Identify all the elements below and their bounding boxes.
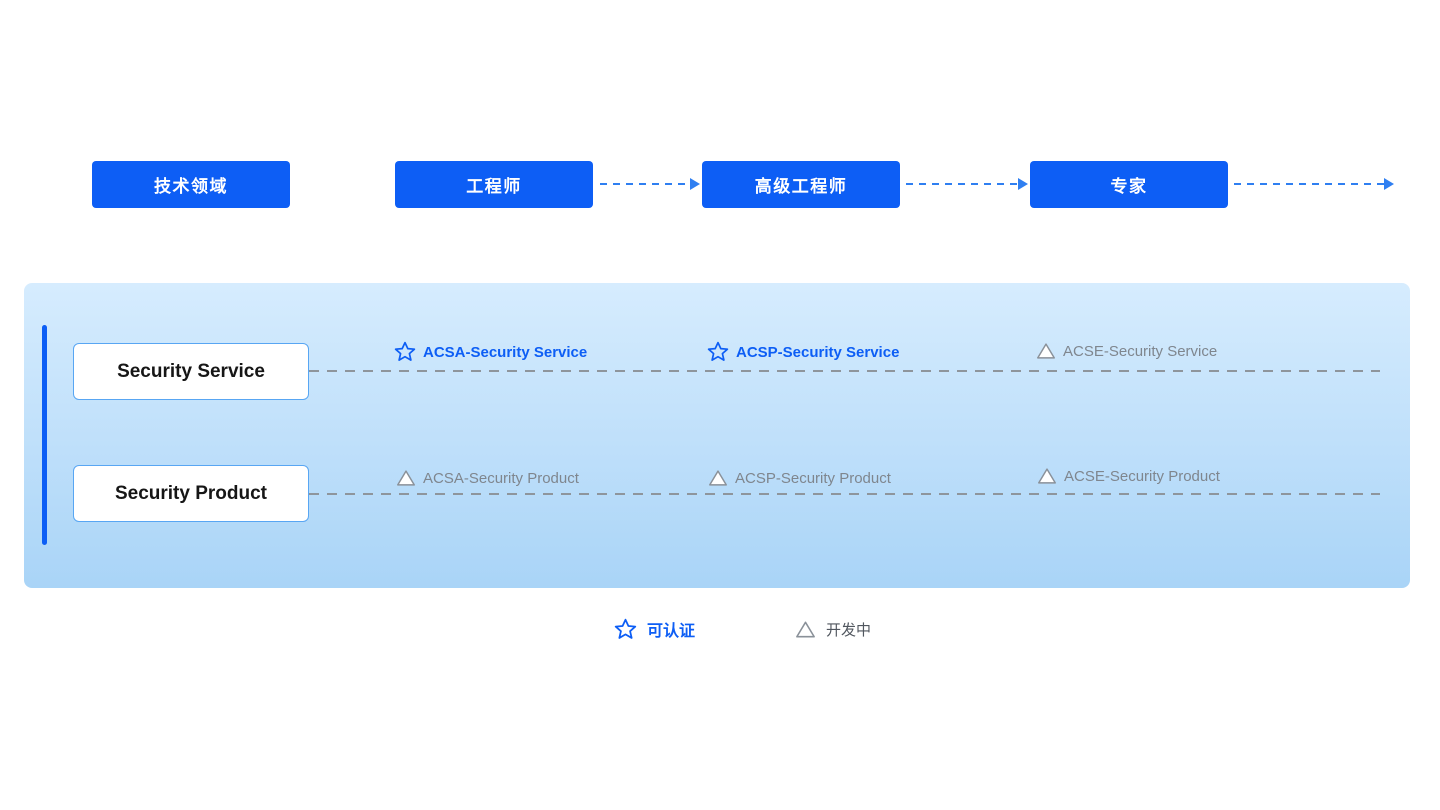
track-dashed-line (309, 493, 1380, 495)
track-dashed-line (309, 370, 1380, 372)
cert-label: ACSE-Security Service (1063, 342, 1218, 360)
level-button-expert[interactable]: 专家 (1030, 161, 1228, 208)
level-button-senior-engineer[interactable]: 高级工程师 (702, 161, 900, 208)
triangle-icon (1036, 465, 1058, 487)
level-button-engineer[interactable]: 工程师 (395, 161, 593, 208)
cert-acse-security-service: ACSE-Security Service (1035, 338, 1217, 364)
track-security-product: Security Product (73, 465, 309, 522)
triangle-icon (794, 618, 817, 641)
star-icon (613, 617, 638, 642)
flow-arrow-icon (600, 178, 700, 190)
flow-arrow-icon (1234, 178, 1394, 190)
track-security-service: Security Service (73, 343, 309, 400)
domain-button-tech-field[interactable]: 技术领域 (92, 161, 290, 208)
arrowhead-icon (1018, 178, 1028, 190)
dashed-line (1234, 183, 1384, 185)
cert-label: ACSP-Security Service (736, 343, 900, 361)
star-icon (706, 340, 730, 364)
triangle-icon (1035, 340, 1057, 362)
cert-acsa-security-product: ACSA-Security Product (395, 465, 579, 491)
flow-arrow-icon (906, 178, 1028, 190)
cert-label: ACSE-Security Product (1064, 467, 1220, 485)
cert-acsp-security-product: ACSP-Security Product (707, 465, 891, 491)
cert-label: ACSA-Security Product (423, 469, 579, 487)
certification-tracks-panel: Security Service Security Product ACSA-S… (24, 283, 1410, 588)
accent-bar (42, 325, 47, 545)
cert-label: ACSA-Security Service (423, 343, 588, 361)
triangle-icon (395, 467, 417, 489)
cert-acsp-security-service[interactable]: ACSP-Security Service (706, 339, 899, 365)
legend-certifiable: 可认证 (613, 616, 695, 642)
dashed-line (600, 183, 690, 185)
star-icon (393, 340, 417, 364)
cert-label: ACSP-Security Product (735, 469, 891, 487)
legend-in-development: 开发中 (794, 616, 871, 642)
dashed-line (906, 183, 1018, 185)
arrowhead-icon (690, 178, 700, 190)
legend-label: 开发中 (826, 621, 872, 639)
cert-acse-security-product: ACSE-Security Product (1036, 463, 1220, 489)
arrowhead-icon (1384, 178, 1394, 190)
triangle-icon (707, 467, 729, 489)
legend-label: 可认证 (647, 623, 696, 640)
cert-acsa-security-service[interactable]: ACSA-Security Service (393, 339, 587, 365)
